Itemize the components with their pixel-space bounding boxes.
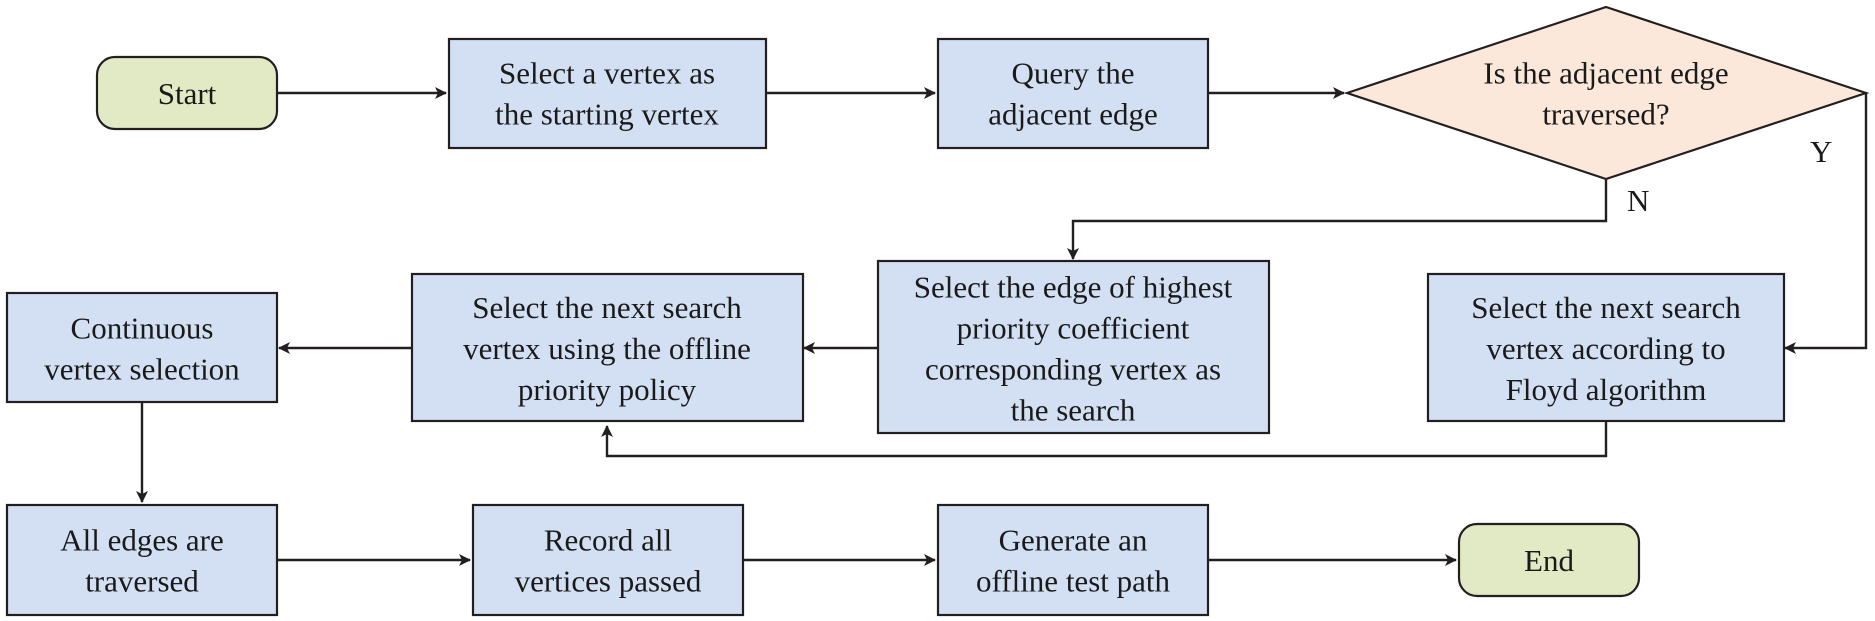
offline-policy-shape xyxy=(410,272,805,423)
node-highest-priority-edge: Select the edge of highest priority coeff… xyxy=(876,259,1271,435)
node-label-line: vertex using the offline xyxy=(463,331,751,366)
generate-label: Generate an offline test path xyxy=(976,523,1170,599)
node-label-line: Start xyxy=(158,76,217,111)
node-label-line: Select a vertex as xyxy=(499,56,715,91)
node-label-line: the search xyxy=(1011,393,1136,428)
edge-floyd-to-offline-policy xyxy=(601,421,1608,458)
node-label-line: traversed xyxy=(85,564,199,599)
node-label-line: adjacent edge xyxy=(988,97,1158,132)
node-label-line: vertex according to xyxy=(1486,331,1725,366)
edge-label-yes: Y xyxy=(1810,134,1832,169)
select-vertex-shape xyxy=(447,37,768,150)
node-label-line: Record all xyxy=(544,523,672,558)
node-offline-priority-policy: Select the next search vertex using the o… xyxy=(410,272,805,423)
all-edges-shape xyxy=(5,503,279,617)
node-label-line: All edges are xyxy=(60,523,224,558)
node-label-line: Floyd algorithm xyxy=(1506,372,1707,407)
node-label-line: Select the next search xyxy=(472,290,742,325)
node-label-line: Generate an xyxy=(999,523,1148,558)
start-shape xyxy=(95,55,279,131)
start-label: Start xyxy=(158,76,217,111)
node-label-line: Query the xyxy=(1011,56,1134,91)
all-edges-label: All edges are traversed xyxy=(60,523,224,599)
edge-decision-no-to-highest-priority xyxy=(1067,179,1608,260)
generate-shape xyxy=(936,503,1210,617)
node-label-line: Select the next search xyxy=(1471,290,1741,325)
node-decision-edge-traversed: Is the adjacent edge traversed? xyxy=(1343,5,1870,181)
node-label-line: vertex selection xyxy=(44,352,240,387)
edge-label-no: N xyxy=(1627,183,1649,218)
node-generate-test-path: Generate an offline test path xyxy=(936,503,1210,617)
node-select-starting-vertex: Select a vertex as the starting vertex xyxy=(447,37,768,150)
query-edge-label: Query the adjacent edge xyxy=(988,56,1158,132)
node-record-vertices: Record all vertices passed xyxy=(471,503,745,617)
node-label-line: priority coefficient xyxy=(957,311,1190,346)
end-label: End xyxy=(1524,543,1574,578)
node-label-line: Continuous xyxy=(71,311,214,346)
continuous-label: Continuous vertex selection xyxy=(44,311,240,387)
node-query-adjacent-edge: Query the adjacent edge xyxy=(936,37,1210,150)
floyd-shape xyxy=(1426,272,1786,423)
node-label-line: Is the adjacent edge xyxy=(1483,56,1728,91)
query-edge-shape xyxy=(936,37,1210,150)
end-shape xyxy=(1457,522,1641,598)
offline-policy-label: Select the next search vertex using the o… xyxy=(463,290,751,407)
node-label-line: Select the edge of highest xyxy=(914,270,1233,305)
floyd-label: Select the next search vertex according t… xyxy=(1471,290,1741,407)
node-label-line: traversed? xyxy=(1542,97,1669,132)
node-floyd-selection: Select the next search vertex according t… xyxy=(1426,272,1786,423)
node-label-line: corresponding vertex as xyxy=(925,352,1221,387)
node-start: Start xyxy=(95,55,279,131)
continuous-shape xyxy=(5,291,279,404)
decision-shape xyxy=(1343,5,1870,181)
node-label-line: vertices passed xyxy=(515,564,702,599)
node-label-line: priority policy xyxy=(518,372,697,407)
node-end: End xyxy=(1457,522,1641,598)
highest-priority-shape xyxy=(876,259,1271,435)
node-label-line: offline test path xyxy=(976,564,1170,599)
edges xyxy=(136,87,1868,566)
node-label-line: the starting vertex xyxy=(495,97,719,132)
node-label-line: End xyxy=(1524,543,1574,578)
record-label: Record all vertices passed xyxy=(515,523,702,599)
highest-priority-label: Select the edge of highest priority coeff… xyxy=(914,270,1233,428)
select-vertex-label: Select a vertex as the starting vertex xyxy=(495,56,719,132)
node-continuous-vertex-selection: Continuous vertex selection xyxy=(5,291,279,404)
record-shape xyxy=(471,503,745,617)
node-all-edges-traversed: All edges are traversed xyxy=(5,503,279,617)
edge-decision-yes-to-floyd xyxy=(1784,93,1868,354)
decision-label: Is the adjacent edge traversed? xyxy=(1483,56,1728,132)
